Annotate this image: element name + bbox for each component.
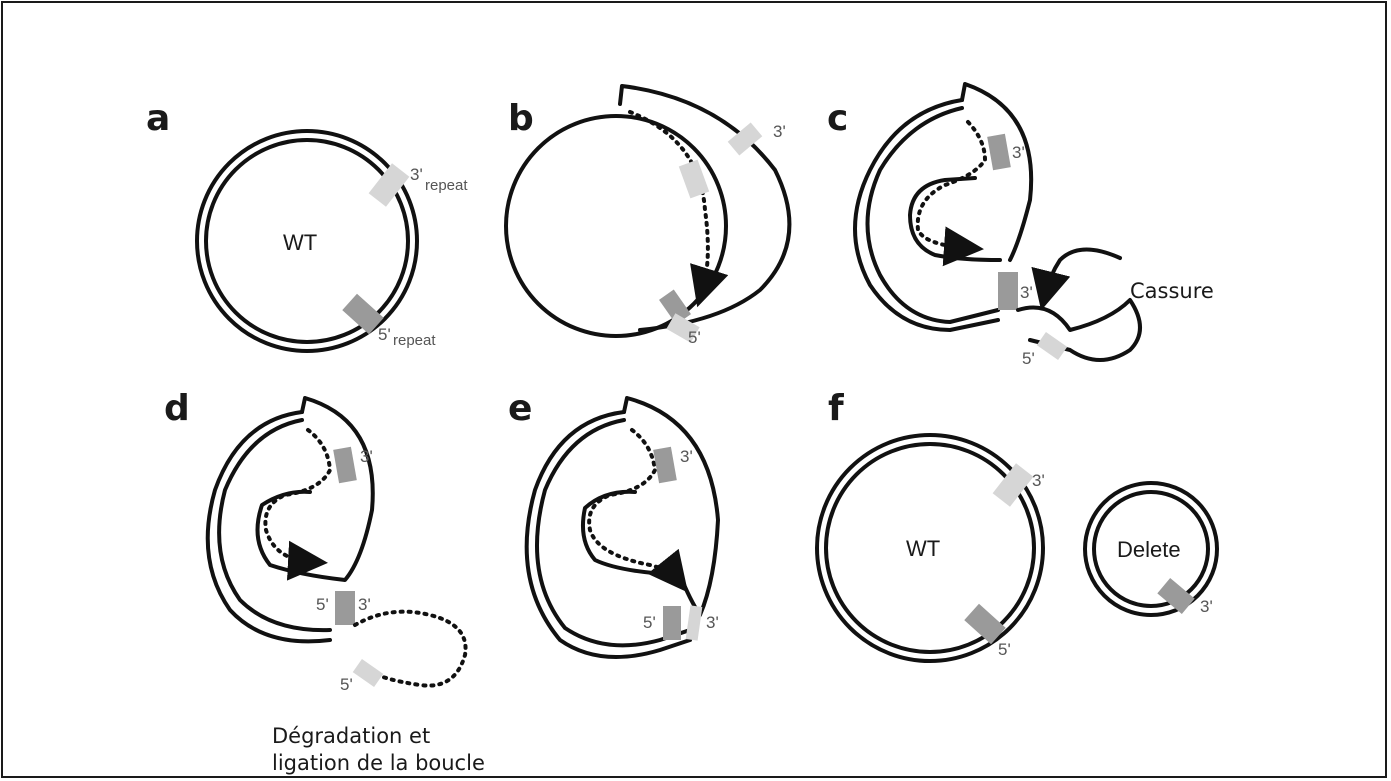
loop-d-fold [258,398,373,580]
repeat-c-top [987,134,1011,171]
panel-e-letter: e [508,388,532,429]
label-b-5prime: 5' [688,328,701,347]
caption-line2: ligation de la boucle [272,751,485,775]
panel-d-letter: d [164,388,190,429]
panel-b: b 3' 5' [506,86,789,347]
loop-c-top [962,84,1031,260]
panel-f-letter: f [828,388,844,429]
delete-label-3: 3' [1200,597,1213,616]
panel-e: e 3' 5' 3' [508,388,719,657]
wt-f-label: WT [906,536,940,561]
delete-label: Delete [1117,537,1181,562]
label-c-5: 5' [1022,349,1035,368]
wt-label: WT [283,230,317,255]
label-3prime: 3' [410,165,423,184]
panel-d: d 3' 5' 3' 5' Dégradation et ligation de… [164,388,485,775]
label-repeat-3: repeat [425,177,468,194]
label-b-3prime: 3' [773,122,786,141]
label-c-3-mid: 3' [1020,283,1033,302]
loop-e-fold [583,398,718,615]
label-e-3-mid: 3' [706,613,719,632]
delete-repeat [1157,578,1194,614]
loop-c-fold [910,178,1000,260]
panel-c-letter: c [827,98,848,139]
panel-f: f WT 3' 5' Delete 3' [817,388,1217,661]
label-d-3-mid: 3' [358,595,371,614]
repeat-d-top [333,447,357,484]
caption-line1: Dégradation et [272,724,430,748]
repeat-c-mid [998,272,1018,310]
plasmid-d-outer [208,412,330,641]
nascent-strand-b [630,112,708,292]
panel-a-letter: a [146,98,170,139]
panel-a: a WT 3' repeat 5' repeat [146,98,468,351]
label-d-5-bottom: 5' [340,675,353,694]
label-c-3-top: 3' [1012,143,1025,162]
label-e-3-top: 3' [680,447,693,466]
panel-c: c 3' 3' 5' Cassure [827,84,1214,368]
panel-b-letter: b [508,98,534,139]
label-d-5-mid: 5' [316,595,329,614]
repeat-e-mid [663,606,681,640]
cassure-arrow [1045,249,1120,295]
plasmid-b-circle [506,116,726,336]
label-e-5-mid: 5' [643,613,656,632]
wt-f-label-3: 3' [1032,471,1045,490]
cassure-label: Cassure [1130,279,1214,303]
label-d-3-top: 3' [360,447,373,466]
loop-c-bottom [1018,300,1140,360]
wt-f-label-5: 5' [998,640,1011,659]
repeat-b-mid [679,160,709,199]
repeat-d-mid [335,591,355,625]
repeat-d-5 [353,659,383,687]
repeat-e-3 [686,605,703,640]
repeat-c-5 [1037,332,1067,360]
label-5prime: 5' [378,325,391,344]
label-repeat-5: repeat [393,332,436,349]
repeat-e-top [653,447,677,484]
